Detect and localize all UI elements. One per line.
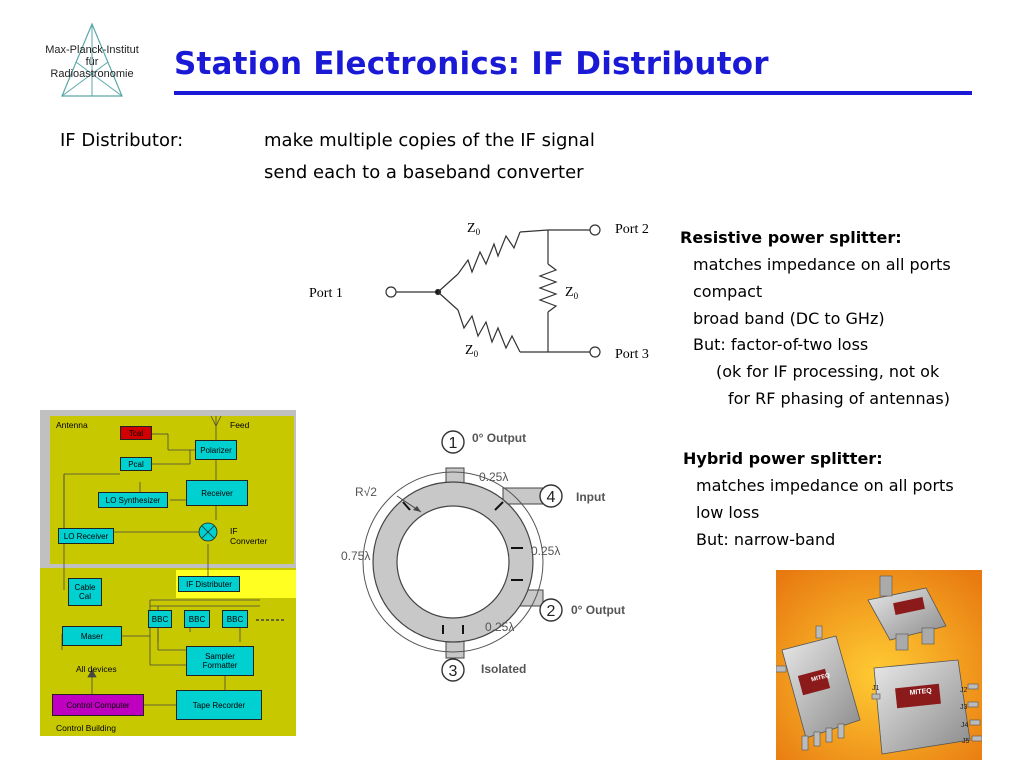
lo-synthesizer-box: LO Synthesizer — [98, 492, 168, 508]
station-block-diagram: Antenna Feed Tcal Pcal Polarizer LO Synt… — [40, 410, 296, 736]
photo-brand-label: MITEQ — [909, 687, 932, 696]
tcal-box: Tcal — [120, 426, 152, 440]
hybrid-item-1: matches impedance on all ports — [696, 476, 954, 495]
antenna-label: Antenna — [56, 420, 88, 430]
logo-line-2: für — [85, 56, 99, 68]
ring-hybrid-diagram: 1 4 2 3 0° Output Input 0° Output Isolat… — [341, 430, 625, 682]
bbc-box-1: BBC — [148, 610, 172, 628]
intro-label: IF Distributor: — [60, 130, 184, 151]
photo-j5-label: J5 — [962, 738, 970, 745]
logo-triangle-icon — [61, 22, 123, 97]
z0-mid-label: Z0 — [565, 285, 579, 301]
port-1-label: 0° Output — [472, 431, 526, 445]
resistive-splitter-diagram: Port 1 Port 2 Port 3 Z0 Z0 Z0 — [309, 221, 649, 362]
resistive-item-4: But: factor-of-two loss — [693, 335, 869, 354]
tape-recorder-box: Tape Recorder — [176, 690, 262, 720]
photo-j1-label: J1 — [872, 685, 880, 692]
intro-line-2: send each to a baseband converter — [264, 162, 584, 183]
institute-logo: Max-Planck-Institut für Radioastronomie — [36, 22, 148, 98]
logo-line-1: Max-Planck-Institut — [45, 44, 139, 56]
resistive-heading: Resistive power splitter: — [680, 228, 902, 247]
logo-line-3: Radioastronomie — [50, 68, 134, 80]
power-splitter-photo: MITEQ MITEQ J2 J3 J4 J5 J1 — [776, 570, 982, 760]
lo-receiver-box: LO Receiver — [58, 528, 114, 544]
hybrid-heading: Hybrid power splitter: — [683, 449, 883, 468]
hybrid-item-2: low loss — [696, 503, 760, 522]
port-1-label: Port 1 — [309, 286, 343, 301]
all-devices-label: All devices — [76, 664, 117, 674]
radius-label: R√2 — [355, 485, 377, 499]
port-4-label: Input — [576, 490, 605, 504]
photo-j2-label: J2 — [960, 687, 968, 694]
quarter-wave-top-label: 0.25λ — [479, 470, 508, 484]
quarter-wave-bottom-label: 0.25λ — [485, 620, 514, 634]
if-distributer-box: IF Distributer — [178, 576, 240, 592]
polarizer-box: Polarizer — [195, 440, 237, 460]
z0-top-label: Z0 — [467, 221, 481, 237]
resistive-item-2: compact — [693, 282, 763, 301]
resistive-item-1: matches impedance on all ports — [693, 255, 951, 274]
control-computer-box: Control Computer — [52, 694, 144, 716]
cable-cal-box: Cable Cal — [68, 578, 102, 606]
resistive-item-6: for RF phasing of antennas) — [728, 389, 950, 408]
resistive-item-5: (ok for IF processing, not ok — [716, 362, 940, 381]
intro-line-1: make multiple copies of the IF signal — [264, 130, 595, 151]
title-underline — [174, 91, 972, 95]
port-4-number: 4 — [547, 489, 556, 506]
port-2-label: 0° Output — [571, 603, 625, 617]
photo-brand-label-2: MITEQ — [811, 673, 831, 684]
three-quarter-wave-label: 0.75λ — [341, 549, 370, 563]
photo-j4-label: J4 — [961, 722, 969, 729]
pcal-box: Pcal — [120, 457, 152, 471]
control-building-label: Control Building — [56, 723, 117, 733]
port-3-label: Port 3 — [615, 347, 649, 362]
port-2-number: 2 — [547, 603, 556, 620]
sampler-formatter-box: Sampler Formatter — [186, 646, 254, 676]
slide-title: Station Electronics: IF Distributor — [174, 46, 769, 82]
port-3-number: 3 — [449, 663, 458, 680]
if-converter-label: IF Converter — [230, 526, 268, 546]
receiver-box: Receiver — [186, 480, 248, 506]
bbc-box-3: BBC — [222, 610, 248, 628]
quarter-wave-mid-label: 0.25λ — [531, 544, 560, 558]
z0-bottom-label: Z0 — [465, 343, 479, 359]
port-1-number: 1 — [449, 435, 458, 452]
photo-j3-label: J3 — [960, 704, 968, 711]
resistive-item-3: broad band (DC to GHz) — [693, 309, 885, 328]
bbc-box-2: BBC — [184, 610, 210, 628]
hybrid-item-3: But: narrow-band — [696, 530, 836, 549]
port-2-label: Port 2 — [615, 222, 649, 237]
port-3-label: Isolated — [481, 662, 526, 676]
feed-label: Feed — [230, 420, 250, 430]
maser-box: Maser — [62, 626, 122, 646]
block-diagram-wiring — [61, 415, 284, 706]
